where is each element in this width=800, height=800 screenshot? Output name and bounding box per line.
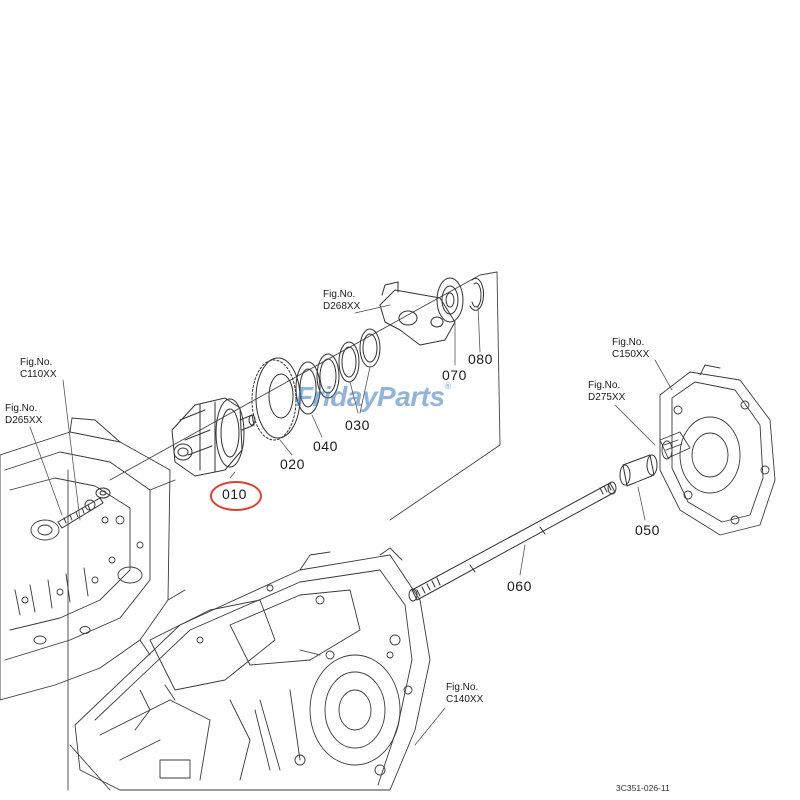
frame-lines [67, 271, 501, 791]
left-housing [0, 417, 186, 701]
fig-ref-title: Fig.No. [20, 357, 53, 368]
stud-bolt [57, 487, 111, 529]
part-number-040[interactable]: 040 [313, 438, 338, 454]
shaft-060 [408, 481, 617, 602]
watermark-text: FridayParts [296, 381, 445, 412]
fig-ref-code: D268XX [323, 301, 361, 312]
fig-ref-c140: Fig.No. C140XX [446, 682, 483, 706]
fig-ref-code: C110XX [20, 369, 57, 380]
fig-ref-code: C150XX [612, 349, 650, 360]
part-number-010[interactable]: 010 [222, 486, 247, 502]
watermark-logo: FridayParts® [296, 381, 451, 413]
snap-ring-080 [469, 277, 484, 311]
fig-ref-title: Fig.No. [588, 380, 621, 391]
fig-ref-title: Fig.No. [612, 337, 645, 348]
leader-lines [29, 304, 673, 746]
fig-ref-code: D265XX [5, 415, 43, 426]
part-number-050[interactable]: 050 [635, 522, 660, 538]
part-number-060[interactable]: 060 [507, 578, 532, 594]
fork-bracket [379, 281, 456, 346]
bushing-050 [619, 454, 658, 487]
fig-ref-c150: Fig.No. C150XX [612, 337, 649, 361]
right-cover [659, 364, 776, 536]
part-010-highlight-circle [210, 481, 262, 511]
bearing-070 [436, 277, 464, 323]
part-number-070[interactable]: 070 [442, 367, 467, 383]
fig-ref-d275: Fig.No. D275XX [588, 380, 625, 404]
fig-ref-d268: Fig.No. D268XX [323, 289, 360, 313]
part-number-030[interactable]: 030 [345, 417, 370, 433]
diagram-code: 3C351-026-11 [616, 783, 670, 793]
fig-ref-code: C140XX [446, 694, 484, 705]
fig-ref-c110: Fig.No. C110XX [20, 357, 57, 381]
fig-ref-title: Fig.No. [446, 682, 479, 693]
fig-ref-title: Fig.No. [323, 289, 356, 300]
fig-ref-code: D275XX [588, 392, 626, 403]
fig-ref-title: Fig.No. [5, 403, 38, 414]
watermark-registered-mark: ® [444, 381, 452, 391]
fig-ref-d265: Fig.No. D265XX [5, 403, 42, 427]
clutch-assembly-010 [171, 397, 256, 477]
main-housing [74, 547, 431, 791]
part-number-020[interactable]: 020 [280, 456, 305, 472]
disc-020 [251, 357, 301, 441]
part-number-080[interactable]: 080 [468, 351, 493, 367]
